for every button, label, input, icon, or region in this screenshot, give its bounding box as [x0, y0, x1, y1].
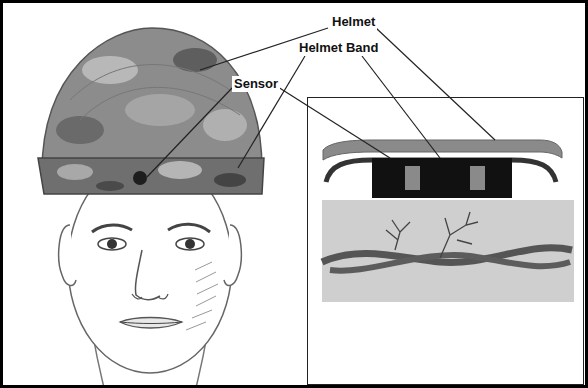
capillaries [386, 212, 478, 258]
skin-layer [322, 200, 574, 302]
helmet-shell [323, 140, 562, 160]
part-label: Helmet Band [297, 40, 380, 56]
leader-lines [147, 28, 495, 177]
sensor-element [470, 166, 485, 190]
sensor-dot [133, 171, 147, 185]
cross-section [308, 98, 584, 385]
sensor-element [405, 166, 420, 190]
sensor-housing [372, 158, 512, 198]
part-label: Sensor [232, 76, 280, 92]
blood-vessel [330, 255, 570, 271]
helmet-sketch [38, 28, 264, 194]
part-label: Helmet [330, 14, 377, 30]
